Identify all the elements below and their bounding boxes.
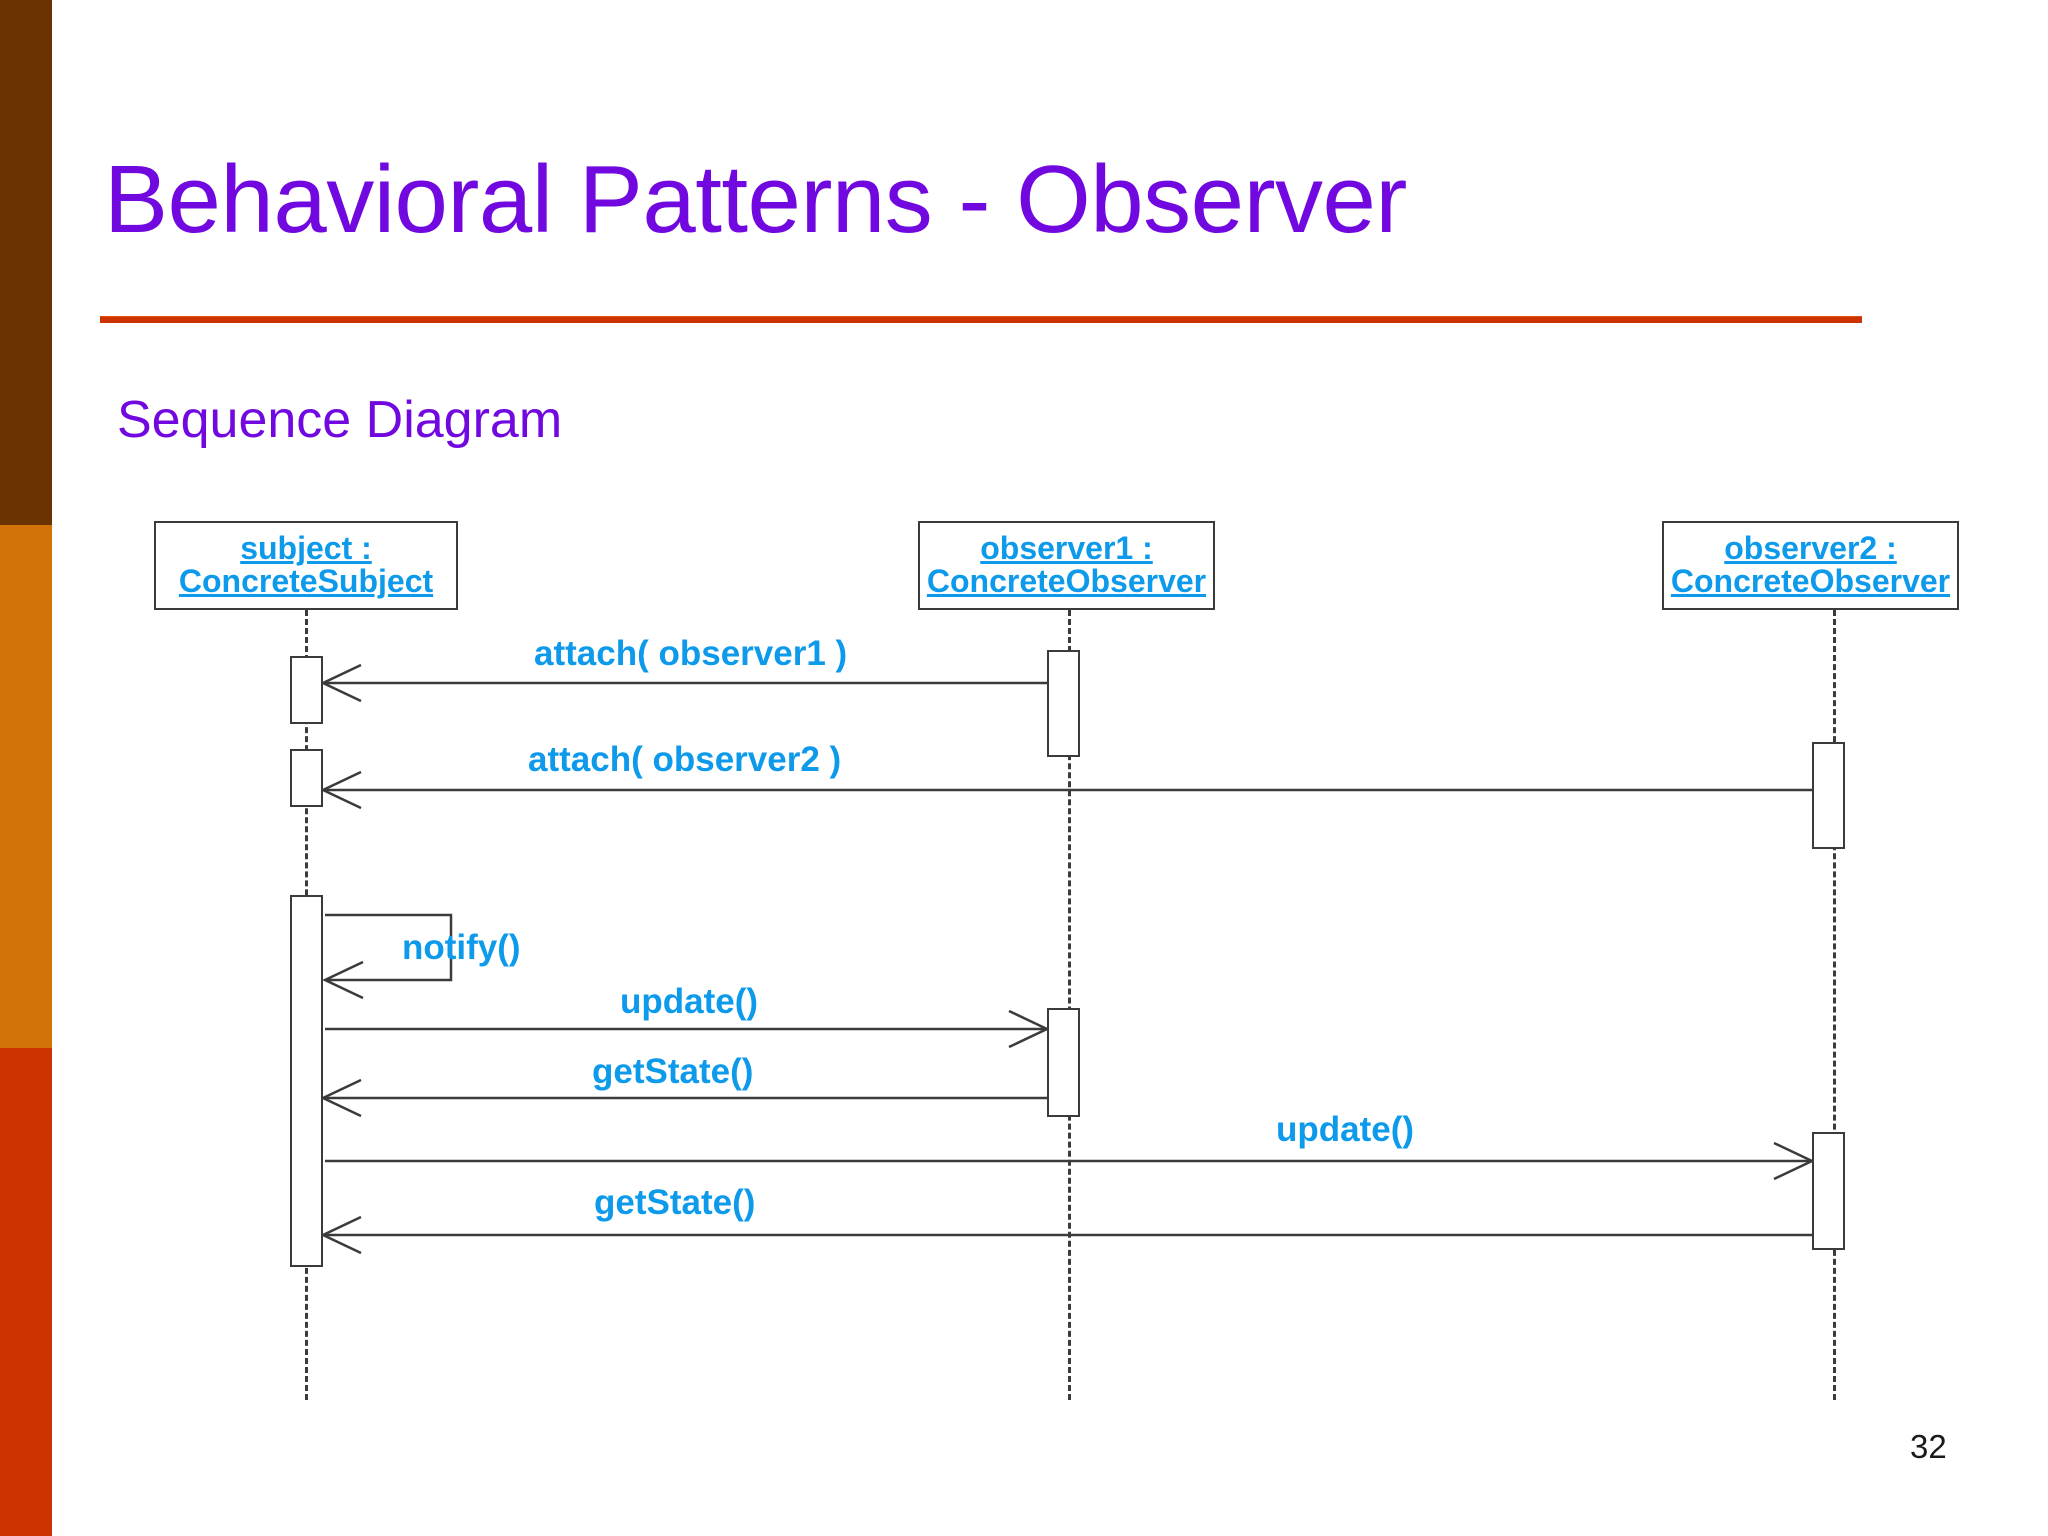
arrowhead-attach-observer2 (320, 770, 362, 810)
page-number: 32 (1910, 1428, 1947, 1465)
msg-label-getstate-observer2: getState() (594, 1183, 756, 1222)
msg-label-update-observer2: update() (1276, 1110, 1415, 1149)
activation-observer2-2 (1812, 1132, 1845, 1250)
activation-observer2-1 (1812, 742, 1845, 849)
activation-observer1-1 (1047, 650, 1080, 757)
lifeline-head-subject[interactable] (154, 521, 458, 610)
activation-subject-3 (290, 895, 323, 1267)
lifeline-head-observer2[interactable] (1662, 521, 1959, 610)
arrowhead-getstate-observer2 (320, 1215, 362, 1255)
sidebar-band-orange (0, 525, 52, 1048)
activation-observer1-2 (1047, 1008, 1080, 1117)
arrowhead-notify-self (322, 960, 364, 1000)
subtitle: Sequence Diagram (117, 391, 563, 449)
sidebar-band-red (0, 1048, 52, 1536)
msg-label-update-observer1: update() (620, 982, 759, 1021)
msg-label-attach-observer1: attach( observer1 ) (534, 634, 848, 673)
lifeline-observer2-line (1833, 610, 1836, 1400)
sidebar-decoration (0, 0, 52, 1536)
arrowhead-attach-observer1 (320, 663, 362, 703)
activation-subject-2 (290, 749, 323, 807)
sidebar-band-brown (0, 0, 52, 525)
msg-label-notify: notify() (402, 928, 521, 967)
msg-label-attach-observer2: attach( observer2 ) (528, 740, 842, 779)
page-title: Behavioral Patterns - Observer (104, 146, 1407, 253)
arrowhead-getstate-observer1 (320, 1078, 362, 1118)
arrowhead-update-observer1 (1008, 1009, 1050, 1049)
activation-subject-1 (290, 656, 323, 724)
arrowhead-update-observer2 (1773, 1141, 1815, 1181)
lifeline-observer1-line (1068, 610, 1071, 1400)
lifeline-head-observer1[interactable] (918, 521, 1215, 610)
title-divider (100, 316, 1862, 323)
msg-label-getstate-observer1: getState() (592, 1052, 754, 1091)
